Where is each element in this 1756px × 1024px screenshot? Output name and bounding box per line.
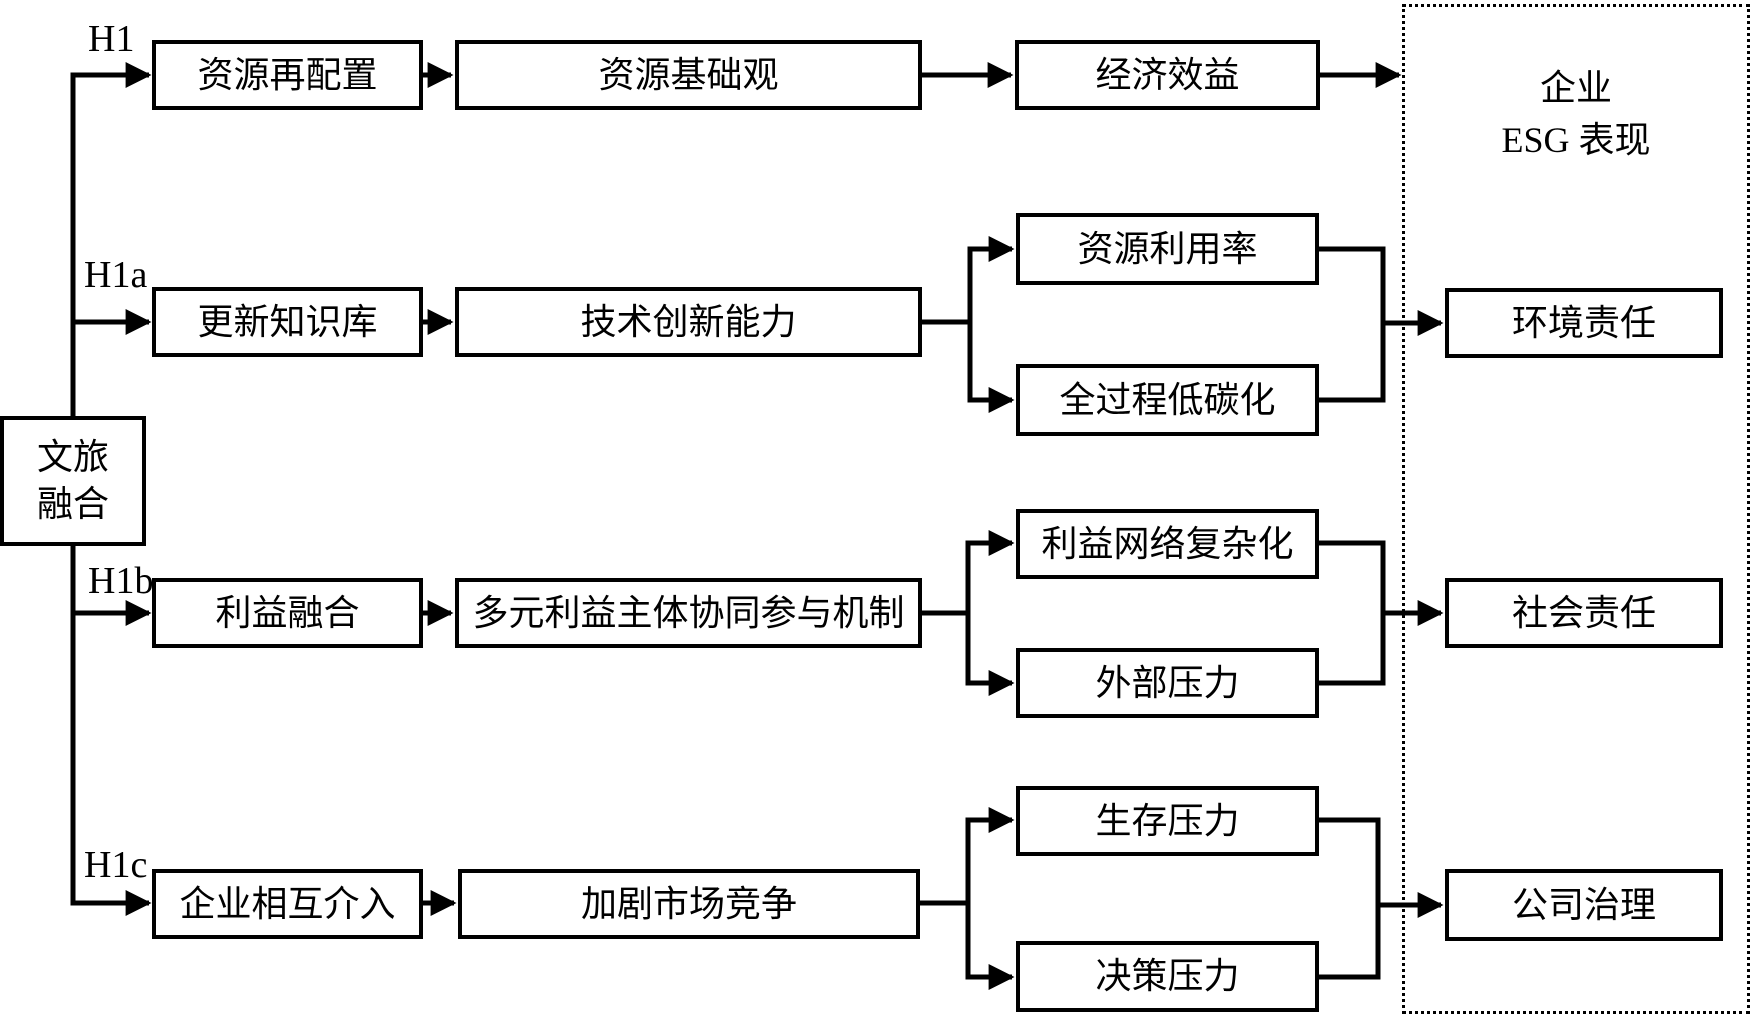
node-resource-utilization: 资源利用率 bbox=[1016, 213, 1319, 285]
node-update-knowledge-base: 更新知识库 bbox=[152, 287, 423, 357]
hypothesis-label-h1c: H1c bbox=[84, 844, 148, 886]
node-whole-process-low-carbon: 全过程低碳化 bbox=[1016, 364, 1319, 436]
esg-container-title: 企业 ESG 表现 bbox=[1410, 62, 1742, 166]
plain-wires bbox=[70, 72, 1386, 980]
node-environmental-responsibility: 环境责任 bbox=[1445, 288, 1723, 358]
node-intensified-competition: 加剧市场竞争 bbox=[458, 869, 920, 939]
hypothesis-label-h1: H1 bbox=[88, 18, 135, 60]
node-tech-innovation-capability: 技术创新能力 bbox=[455, 287, 922, 357]
node-economic-benefit: 经济效益 bbox=[1015, 40, 1320, 110]
node-survival-pressure: 生存压力 bbox=[1016, 786, 1319, 856]
node-external-pressure: 外部压力 bbox=[1016, 648, 1319, 718]
hypothesis-label-h1a: H1a bbox=[84, 254, 148, 296]
node-culture-tourism-integration: 文旅 融合 bbox=[0, 416, 146, 546]
node-multi-stakeholder-mechanism: 多元利益主体协同参与机制 bbox=[455, 578, 922, 648]
node-resource-reallocation: 资源再配置 bbox=[152, 40, 423, 110]
node-mutual-firm-entry: 企业相互介入 bbox=[152, 869, 423, 939]
arrow-wires bbox=[73, 62, 1444, 990]
node-interest-network-complexity: 利益网络复杂化 bbox=[1016, 509, 1319, 579]
node-decision-pressure: 决策压力 bbox=[1016, 941, 1319, 1012]
esg-title-line2: ESG 表现 bbox=[1501, 120, 1651, 161]
node-interest-integration: 利益融合 bbox=[152, 578, 423, 648]
source-label-line2: 融合 bbox=[36, 484, 109, 524]
node-resource-based-view: 资源基础观 bbox=[455, 40, 922, 110]
node-corporate-governance: 公司治理 bbox=[1445, 869, 1723, 941]
esg-title-line1: 企业 bbox=[1539, 68, 1612, 108]
source-label-line1: 文旅 bbox=[36, 437, 109, 478]
node-social-responsibility: 社会责任 bbox=[1445, 578, 1723, 648]
esg-dotted-container bbox=[1402, 4, 1750, 1014]
hypothesis-label-h1b: H1b bbox=[88, 560, 154, 602]
